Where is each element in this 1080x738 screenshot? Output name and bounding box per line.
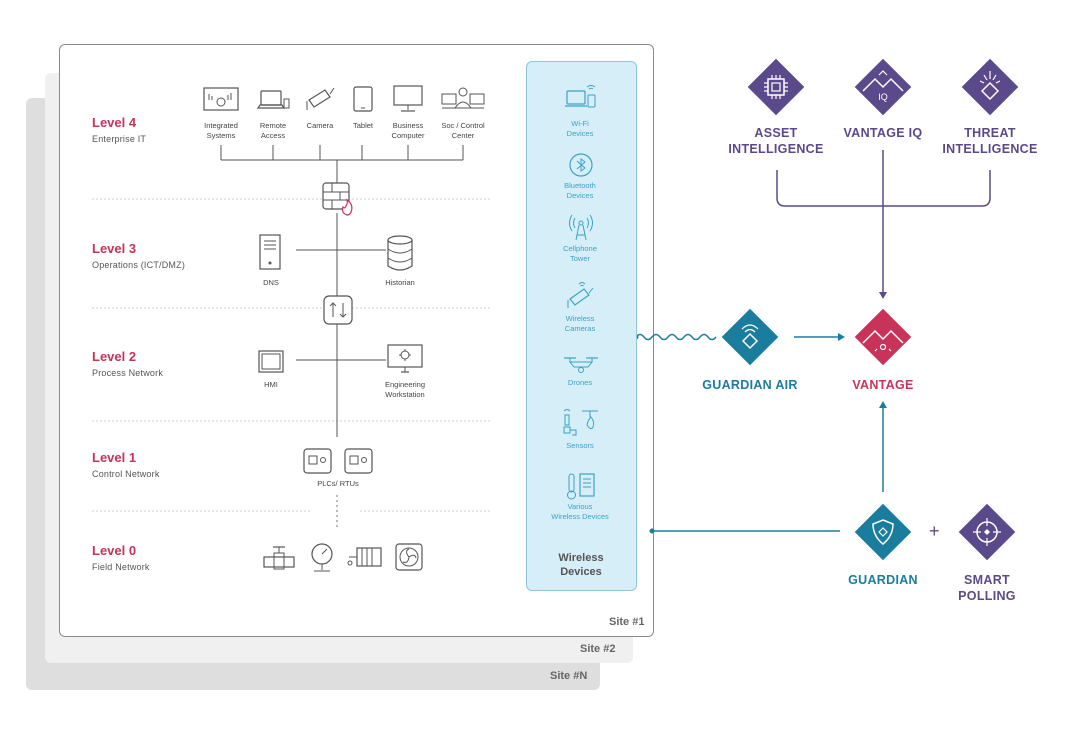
site-label-n: Site #N: [550, 670, 588, 682]
level3-title: Level 3: [92, 241, 137, 256]
control-center-icon: [441, 87, 485, 109]
gauge-icon: [311, 543, 333, 572]
svg-text:IQ: IQ: [878, 92, 888, 102]
engineering-workstation-label: Engineering Workstation: [384, 380, 426, 400]
level1-subtitle: Control Network: [92, 469, 160, 479]
sensors-label: Sensors: [566, 441, 594, 450]
smart-polling-icon: [958, 503, 1016, 561]
motor-icon: [347, 547, 382, 567]
integrated-systems-icon: [203, 87, 239, 111]
wireless-camera-icon: [567, 282, 594, 308]
remote-access-label: Remote Access: [259, 121, 287, 141]
level0-title: Level 0: [92, 543, 137, 558]
level4-bus: [220, 145, 464, 437]
various-wireless-devices-label: Various Wireless Devices: [551, 502, 609, 522]
valve-icon: [263, 546, 295, 570]
camera-label: Camera: [306, 121, 334, 130]
database-icon: [387, 235, 413, 271]
wifi-devices-icon: [565, 85, 596, 108]
asset-intelligence-icon: [747, 58, 805, 116]
integrated-systems-label: Integrated Systems: [204, 121, 238, 141]
monitor-icon: [393, 85, 423, 112]
wifi-devices-label: Wi-Fi Devices: [566, 119, 594, 139]
business-computer-label: Business Computer: [391, 121, 425, 141]
plcs-rtus-label: PLCs/ RTUs: [317, 479, 359, 488]
sensors-icon: [563, 409, 598, 436]
level2-title: Level 2: [92, 349, 137, 364]
soc-control-center-label: Soc / Control Center: [441, 121, 485, 141]
plus-sign: +: [929, 521, 940, 541]
threat-intelligence-icon: [961, 58, 1019, 116]
drones-label: Drones: [567, 378, 593, 387]
guardian-air-icon: [721, 308, 779, 366]
wireless-devices-title: Wireless Devices: [558, 552, 604, 579]
switch-icon: [323, 295, 353, 325]
various-wireless-icon: [567, 473, 595, 500]
bluetooth-devices-label: Bluetooth Devices: [564, 181, 596, 201]
tablet-icon: [353, 86, 373, 112]
hmi-screen-icon: [258, 350, 284, 373]
level-separators: [92, 198, 490, 512]
vantage-icon: [854, 308, 912, 366]
smart-polling-label: SMART POLLING: [958, 573, 1016, 604]
bluetooth-icon: [569, 153, 593, 177]
wireless-devices-panel: [526, 61, 637, 591]
fan-icon: [395, 543, 423, 571]
vantage-iq-label: VANTAGE IQ: [843, 126, 923, 140]
level2-subtitle: Process Network: [92, 368, 164, 378]
level0-subtitle: Field Network: [92, 562, 150, 572]
cell-tower-icon: [569, 214, 593, 241]
level4-title: Level 4: [92, 115, 137, 130]
guardian-label: GUARDIAN: [848, 573, 918, 587]
drone-icon: [564, 357, 598, 373]
tablet-label: Tablet: [352, 121, 373, 130]
workstation-icon: [387, 344, 423, 373]
wireless-cameras-label: Wireless Cameras: [564, 314, 596, 334]
vantage-iq-icon: IQ: [854, 58, 912, 116]
level1-title: Level 1: [92, 450, 137, 465]
level3-subtitle: Operations (ICT/DMZ): [92, 260, 186, 270]
asset-intelligence-label: ASSET INTELLIGENCE: [728, 126, 824, 157]
plc-icon: [303, 448, 373, 474]
historian-label: Historian: [385, 278, 415, 287]
firewall-icon: [322, 182, 353, 216]
site-label-1: Site #1: [609, 616, 645, 628]
guardian-icon: [854, 503, 912, 561]
laptop-icon: [256, 90, 290, 109]
threat-intelligence-label: THREAT INTELLIGENCE: [942, 126, 1038, 157]
site-label-2: Site #2: [580, 643, 616, 655]
cellphone-tower-label: Cellphone Tower: [563, 244, 597, 264]
server-icon: [259, 234, 281, 270]
level4-subtitle: Enterprise IT: [92, 134, 147, 144]
dns-label: DNS: [263, 278, 279, 287]
vantage-label: VANTAGE: [852, 378, 914, 392]
guardian-air-label: GUARDIAN AIR: [702, 378, 798, 392]
hmi-label: HMI: [264, 380, 278, 389]
camera-icon: [306, 87, 335, 110]
